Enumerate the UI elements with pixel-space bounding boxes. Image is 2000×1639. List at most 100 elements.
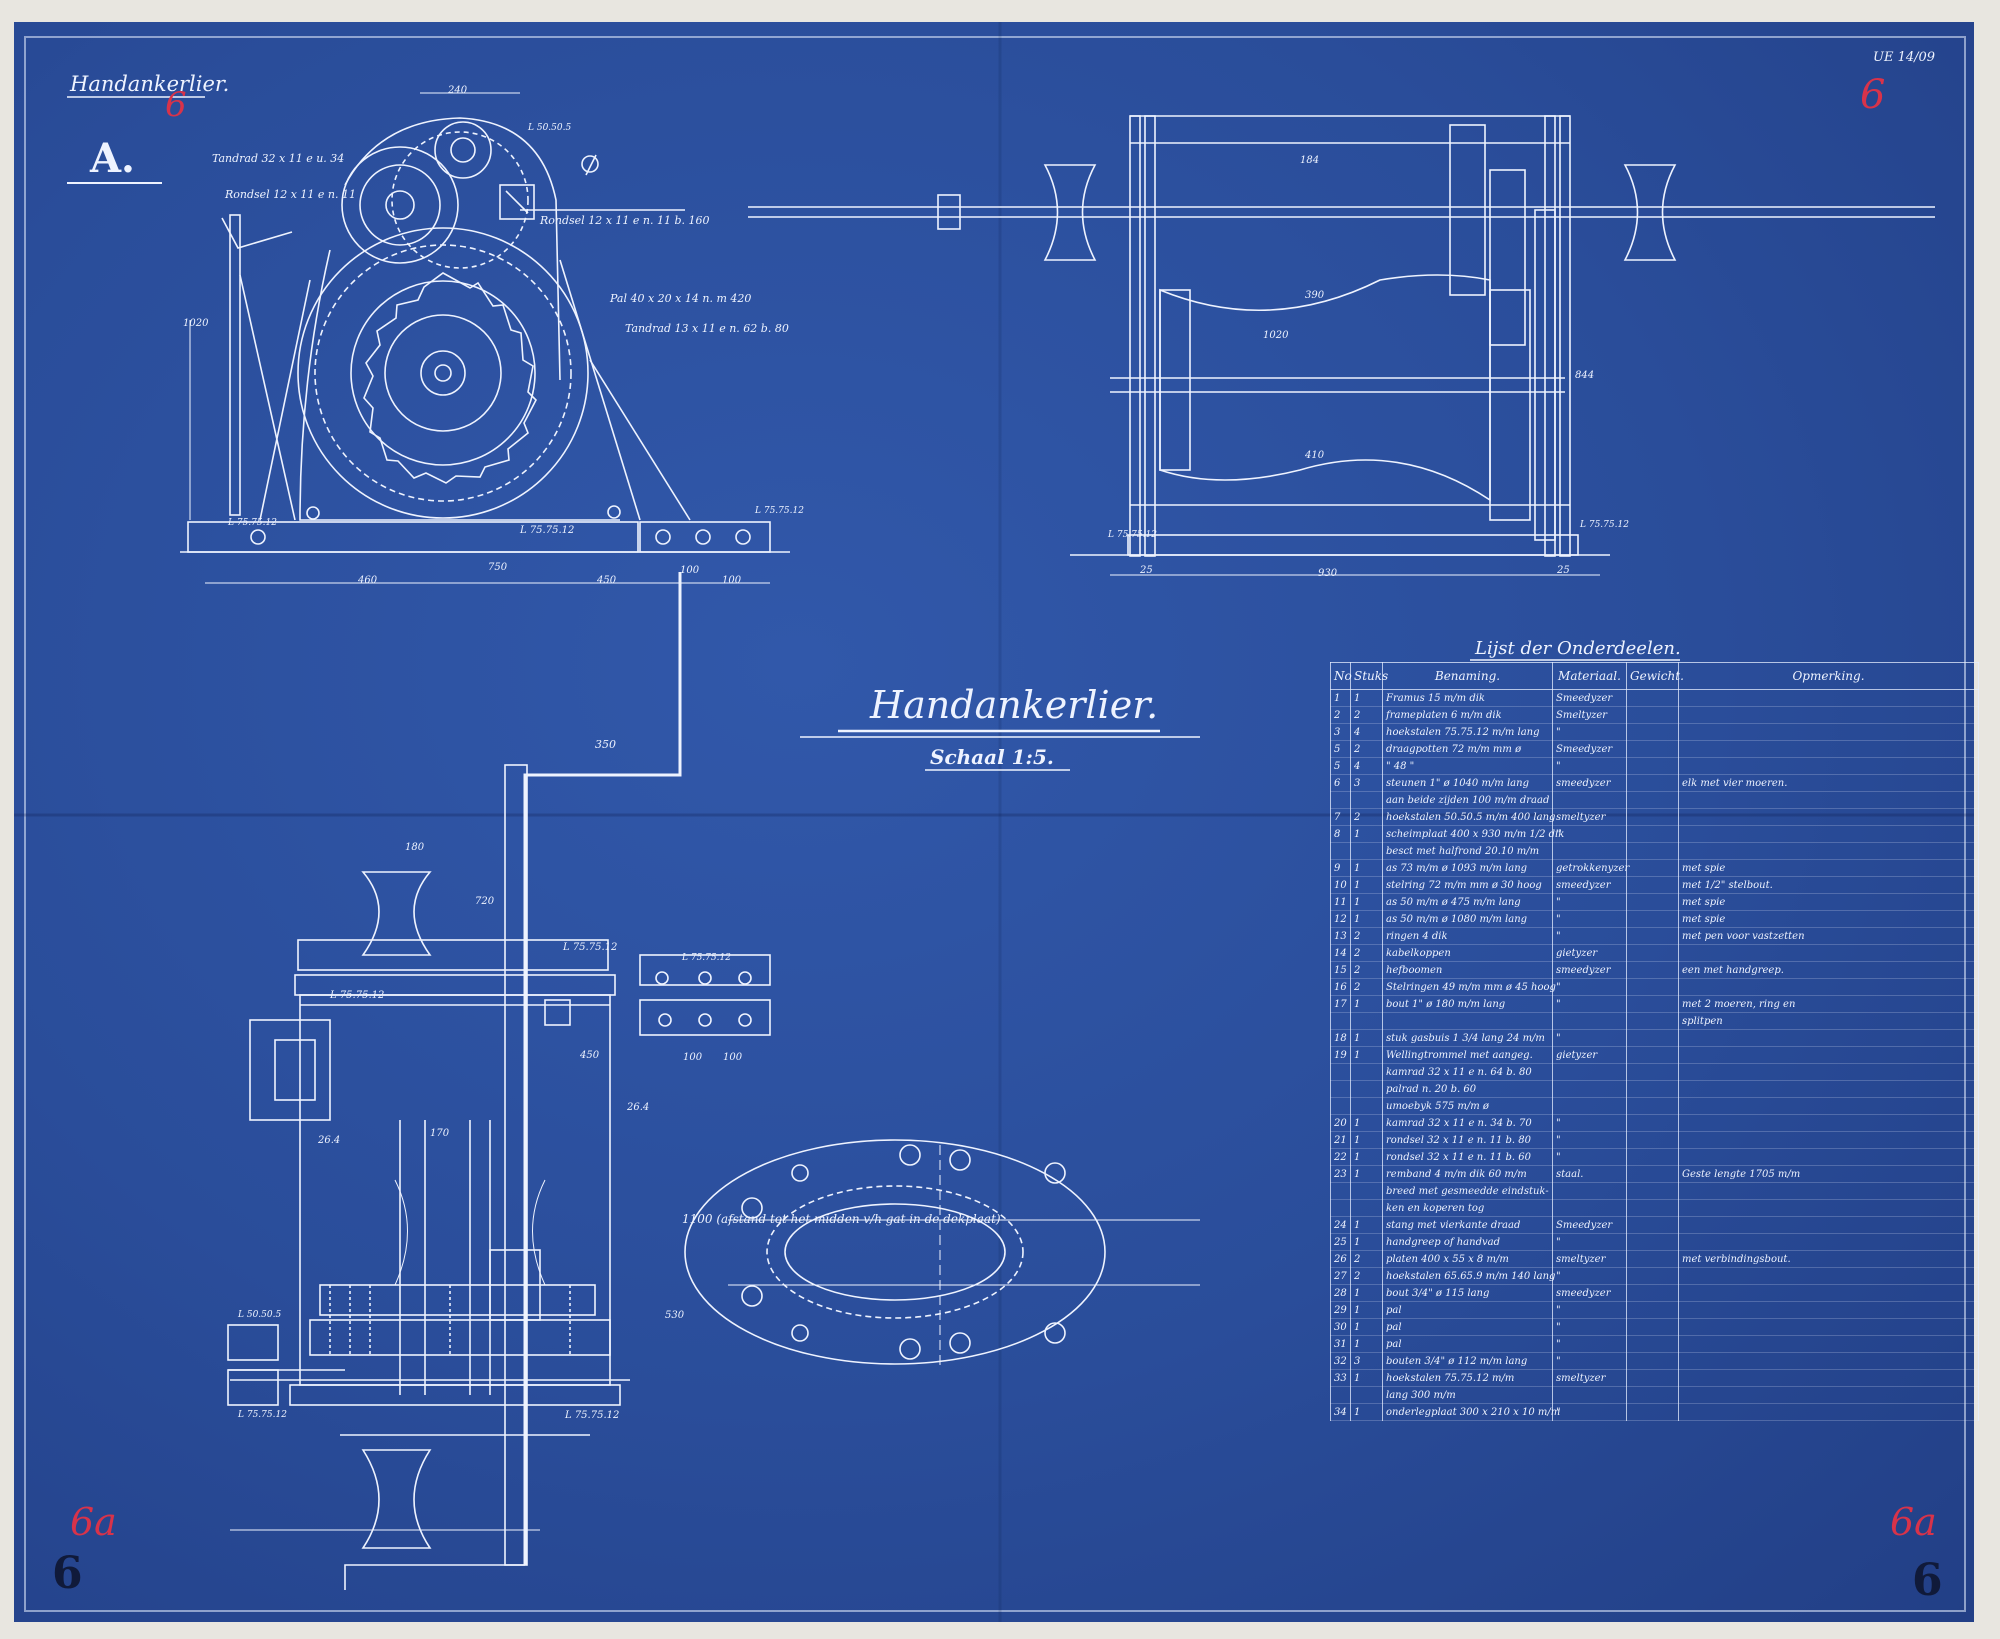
cell-stuks: 1: [1350, 1233, 1383, 1251]
cell-opmerking: [1678, 808, 1979, 826]
cell-stuks: [1350, 1199, 1383, 1217]
cell-materiaal: ": [1552, 1318, 1627, 1336]
table-row: besct met halfrond 20.10 m/m: [1330, 842, 1979, 860]
cell-opmerking: [1678, 1233, 1979, 1251]
cell-gewicht: [1626, 1267, 1679, 1285]
side-dim-8: 25: [1557, 565, 1570, 576]
cell-benaming: ringen 4 dik: [1382, 927, 1553, 945]
cell-materiaal: [1552, 1080, 1627, 1098]
cell-opmerking: met pen voor vastzetten: [1678, 927, 1979, 945]
cell-stuks: 2: [1350, 1250, 1383, 1268]
cell-no: 24: [1330, 1216, 1351, 1234]
cell-no: 10: [1330, 876, 1351, 894]
col-header-opmerking: Opmerking.: [1678, 662, 1979, 690]
cell-stuks: [1350, 1386, 1383, 1404]
cell-gewicht: [1626, 1131, 1679, 1149]
cell-materiaal: ": [1552, 1233, 1627, 1251]
cell-no: 29: [1330, 1301, 1351, 1319]
cell-materiaal: ": [1552, 1403, 1627, 1421]
front-label-8: L 75.75.12: [755, 506, 804, 516]
cell-no: 1: [1330, 689, 1351, 707]
cell-benaming: Stelringen 49 m/m mm ø 45 hoog: [1382, 978, 1556, 996]
cell-opmerking: [1678, 1267, 1979, 1285]
cell-stuks: 2: [1350, 978, 1383, 996]
side-label-1: L 75.75.12: [1108, 530, 1157, 540]
cell-benaming: " 48 ": [1382, 757, 1553, 775]
cell-gewicht: [1626, 791, 1679, 809]
side-dim-4: 410: [1305, 450, 1325, 461]
cell-stuks: 1: [1350, 910, 1383, 928]
cell-no: 7: [1330, 808, 1351, 826]
cell-opmerking: [1678, 1352, 1979, 1370]
cell-materiaal: gietyzer: [1552, 1046, 1627, 1064]
front-label-4: Pal 40 x 20 x 14 n. m 420: [610, 292, 752, 305]
plan-dim-10: 530: [665, 1310, 685, 1321]
cell-no: 32: [1330, 1352, 1351, 1370]
cell-materiaal: ": [1552, 1335, 1627, 1353]
cell-stuks: 1: [1350, 893, 1383, 911]
cell-benaming: aan beide zijden 100 m/m draad: [1382, 791, 1553, 809]
cell-benaming: onderlegplaat 300 x 210 x 10 m/m: [1382, 1403, 1560, 1421]
cell-opmerking: [1678, 1386, 1979, 1404]
col-header-stuks: Stuks: [1350, 662, 1388, 690]
cell-no: [1330, 1080, 1351, 1098]
side-dim-1: 184: [1300, 155, 1320, 166]
cell-gewicht: [1626, 689, 1679, 707]
cell-gewicht: [1626, 1012, 1679, 1030]
table-row: palrad n. 20 b. 60: [1330, 1080, 1979, 1098]
table-row: umoebyk 575 m/m ø: [1330, 1097, 1979, 1115]
cell-no: 11: [1330, 893, 1351, 911]
cell-benaming: hoekstalen 50.50.5 m/m 400 lang: [1382, 808, 1555, 826]
table-row: lang 300 m/m: [1330, 1386, 1979, 1404]
cell-gewicht: [1626, 910, 1679, 928]
corner-red-mark: 6: [165, 85, 187, 125]
cell-benaming: steunen 1" ø 1040 m/m lang: [1382, 774, 1553, 792]
cell-opmerking: [1678, 723, 1979, 741]
side-label-2: L 75.75.12: [1580, 520, 1629, 530]
parts-list-header-row: No Stuks Benaming. Materiaal. Gewicht. O…: [1330, 662, 1979, 690]
cell-opmerking: [1678, 1046, 1979, 1064]
cell-stuks: 2: [1350, 927, 1383, 945]
front-dim-4: 750: [488, 562, 508, 573]
bottom-left-number: 6: [52, 1548, 83, 1599]
cell-gewicht: [1626, 978, 1679, 996]
cell-stuks: 2: [1350, 706, 1383, 724]
cell-no: [1330, 1199, 1351, 1217]
cell-opmerking: [1678, 1063, 1979, 1081]
cell-materiaal: ": [1552, 927, 1627, 945]
cell-stuks: 1: [1350, 1216, 1383, 1234]
plan-dim-4: 450: [580, 1050, 600, 1061]
cell-materiaal: ": [1552, 1301, 1627, 1319]
cell-opmerking: [1678, 1403, 1979, 1421]
cell-no: 31: [1330, 1335, 1351, 1353]
cell-materiaal: ": [1552, 978, 1627, 996]
table-row: splitpen: [1330, 1012, 1979, 1030]
cell-gewicht: [1626, 1216, 1679, 1234]
table-row: aan beide zijden 100 m/m draad: [1330, 791, 1979, 809]
cell-gewicht: [1626, 1199, 1679, 1217]
cell-opmerking: met spie: [1678, 910, 1979, 928]
cell-no: [1330, 791, 1351, 809]
cell-no: 28: [1330, 1284, 1351, 1302]
cell-stuks: 1: [1350, 825, 1383, 843]
cell-gewicht: [1626, 723, 1679, 741]
cell-stuks: [1350, 791, 1383, 809]
cell-benaming: remband 4 m/m dik 60 m/m: [1382, 1165, 1553, 1183]
cell-stuks: 1: [1350, 1284, 1383, 1302]
front-label-7: L 50.50.5: [528, 123, 572, 133]
cell-benaming: besct met halfrond 20.10 m/m: [1382, 842, 1553, 860]
cell-no: 21: [1330, 1131, 1351, 1149]
cell-benaming: rondsel 32 x 11 e n. 11 b. 60: [1382, 1148, 1553, 1166]
cell-opmerking: [1678, 706, 1979, 724]
